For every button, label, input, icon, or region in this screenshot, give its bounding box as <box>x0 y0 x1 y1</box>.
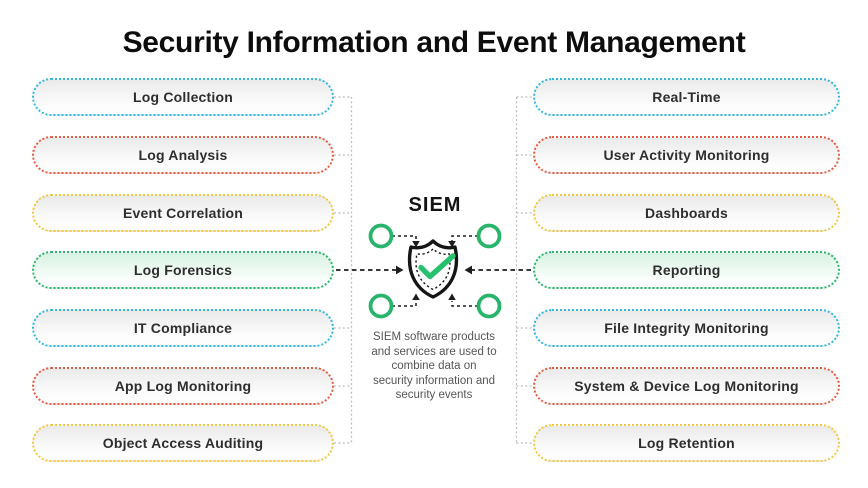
node-circle-bottom-right-icon <box>476 293 502 319</box>
arrow-right-icon <box>464 265 531 275</box>
siem-description: SIEM software products and services are … <box>350 330 518 403</box>
pill-label: System & Device Log Monitoring <box>574 378 799 394</box>
pill-app-log-monitoring: App Log Monitoring <box>32 367 334 405</box>
connector-stubs <box>334 96 534 444</box>
pill-label: User Activity Monitoring <box>603 147 770 163</box>
pill-label: Log Forensics <box>133 262 233 278</box>
node-link-arrowheads <box>412 241 456 300</box>
pill-label: File Integrity Monitoring <box>604 320 769 336</box>
pill-system-device-log-monitoring: System & Device Log Monitoring <box>533 367 840 405</box>
siem-shield-check-icon <box>407 239 459 299</box>
page-title: Security Information and Event Managemen… <box>122 26 746 59</box>
siem-description-line: security information and <box>372 374 496 387</box>
node-circle-bottom-left-icon <box>368 293 394 319</box>
pill-label: Log Collection <box>132 89 233 105</box>
pill-label: Real-Time <box>652 89 721 105</box>
pill-log-analysis: Log Analysis <box>32 136 334 174</box>
green-node-circles <box>368 223 502 319</box>
pill-label: Log Analysis <box>138 147 228 163</box>
node-circle-top-left-icon <box>368 223 394 249</box>
siem-heading: SIEM <box>408 194 462 216</box>
siem-description-line: SIEM software products <box>372 331 496 343</box>
pill-label: Reporting <box>652 262 721 278</box>
pill-it-compliance: IT Compliance <box>32 309 334 347</box>
pill-log-retention: Log Retention <box>533 424 840 462</box>
pill-label: Dashboards <box>645 205 728 221</box>
pill-object-access-auditing: Object Access Auditing <box>32 424 334 462</box>
pill-reporting: Reporting <box>533 251 840 289</box>
node-circle-top-right-icon <box>476 223 502 249</box>
pill-file-integrity-monitoring: File Integrity Monitoring <box>533 309 840 347</box>
pill-label: Log Retention <box>638 435 735 451</box>
pill-label: Event Correlation <box>122 205 244 221</box>
pill-dashboards: Dashboards <box>533 194 840 232</box>
siem-description-line: and services are used to <box>371 345 497 358</box>
pill-log-forensics: Log Forensics <box>32 251 334 289</box>
siem-description-line: combine data on <box>391 360 477 373</box>
pill-label: IT Compliance <box>133 320 233 336</box>
pill-label: Object Access Auditing <box>102 435 264 451</box>
pill-real-time: Real-Time <box>533 78 840 116</box>
node-link-arrows <box>392 235 478 307</box>
pill-log-collection: Log Collection <box>32 78 334 116</box>
siem-description-line: security events <box>395 389 473 402</box>
pill-label: App Log Monitoring <box>114 378 252 394</box>
arrow-left-icon <box>336 265 404 275</box>
pill-event-correlation: Event Correlation <box>32 194 334 232</box>
pill-user-activity-monitoring: User Activity Monitoring <box>533 136 840 174</box>
